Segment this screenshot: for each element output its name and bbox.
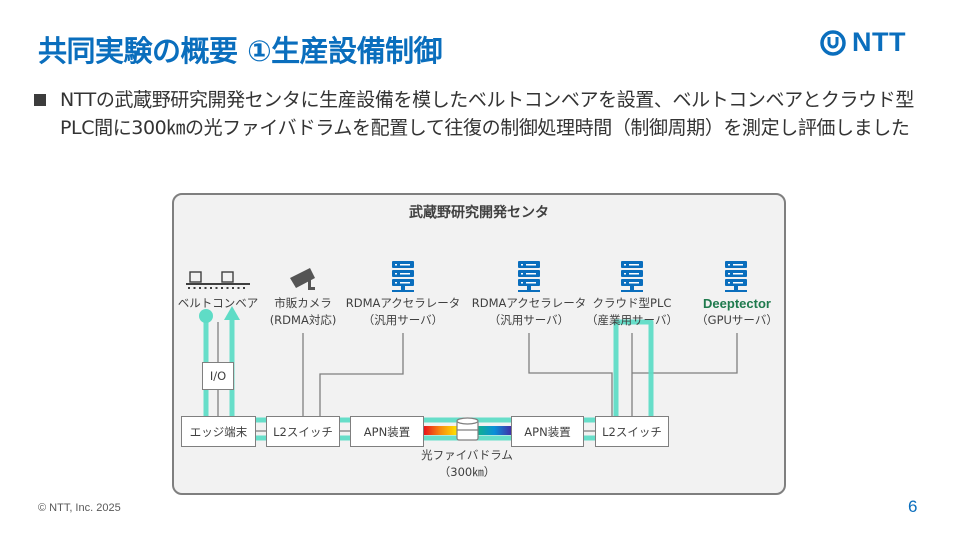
apn-device-right-box: APN装置 [511,416,584,447]
conveyor-icon [186,271,250,289]
camera-label-line1: 市販カメラ [274,296,332,310]
gpu-label-line2: （GPUサーバ） [696,313,778,327]
line-rdma2-l2r [528,333,613,416]
path-start-dot-icon [199,309,213,323]
l2-switch-left-box: L2スイッチ [266,416,340,447]
slide-title: 共同実験の概要 ①生産設備制御 [38,34,443,68]
fiber-drum-label: 光ファイバドラム （300㎞） [421,447,513,481]
panel-title: 武蔵野研究開発センタ [409,205,549,221]
rdma2-label-line1: RDMAアクセラレータ [471,296,587,310]
fiber-segment-left [424,426,457,435]
ntt-logo: NTT [820,27,906,58]
deeptector-brand: Deeptector [703,296,771,311]
gpu-label: Deeptector （GPUサーバ） [696,295,778,329]
apn-device-left-box: APN装置 [350,416,424,447]
ntt-logo-mark-icon [820,29,846,56]
bullet-text: NTTの武蔵野研究開発センタに生産設備を模したベルトコンベアを設置、ベルトコンベ… [60,89,914,139]
rdma1-label-line2: （汎用サーバ） [362,313,444,327]
diagram-panel: 武蔵野研究開発センタ [172,193,786,495]
rdma2-label: RDMAアクセラレータ （汎用サーバ） [472,295,587,329]
plc-label: クラウド型PLC （産業用サーバ） [586,295,678,329]
ntt-logo-text: NTT [852,27,906,57]
camera-icon [290,268,315,290]
io-box: I/O [202,362,234,390]
camera-label: 市販カメラ (RDMA対応) [270,295,337,329]
line-gpu-l2r [632,333,738,374]
line-rdma1-l2 [319,333,404,416]
rdma1-label: RDMAアクセラレータ （汎用サーバ） [346,295,461,329]
bullet-point: NTTの武蔵野研究開発センタに生産設備を模したベルトコンベアを設置、ベルトコンベ… [34,86,934,142]
fiber-segment-right [478,426,511,435]
path-arrow-head-icon [224,306,240,320]
conveyor-label: ベルトコンベア [177,296,259,310]
rdma1-label-line1: RDMAアクセラレータ [345,296,461,310]
server-icon-gpu [725,261,747,292]
copyright: © NTT, Inc. 2025 [38,502,121,514]
fiber-drum-icon [456,417,479,441]
l2-switch-right-box: L2スイッチ [595,416,669,447]
rdma2-label-line2: （汎用サーバ） [488,313,570,327]
edge-terminal-box: エッジ端末 [181,416,256,447]
fiber-label-line2: （300㎞） [438,465,496,479]
server-icon-rdma1 [392,261,414,292]
camera-label-line2: (RDMA対応) [269,313,337,327]
plc-label-line2: （産業用サーバ） [586,313,678,327]
plc-label-line1: クラウド型PLC [592,296,672,310]
fiber-label-line1: 光ファイバドラム [421,448,513,462]
bullet-square-icon [34,94,46,106]
server-icon-plc [621,261,643,292]
server-led-marks [395,264,743,284]
server-icon-rdma2 [518,261,540,292]
connection-lines [217,322,738,432]
page-number: 6 [908,497,918,516]
